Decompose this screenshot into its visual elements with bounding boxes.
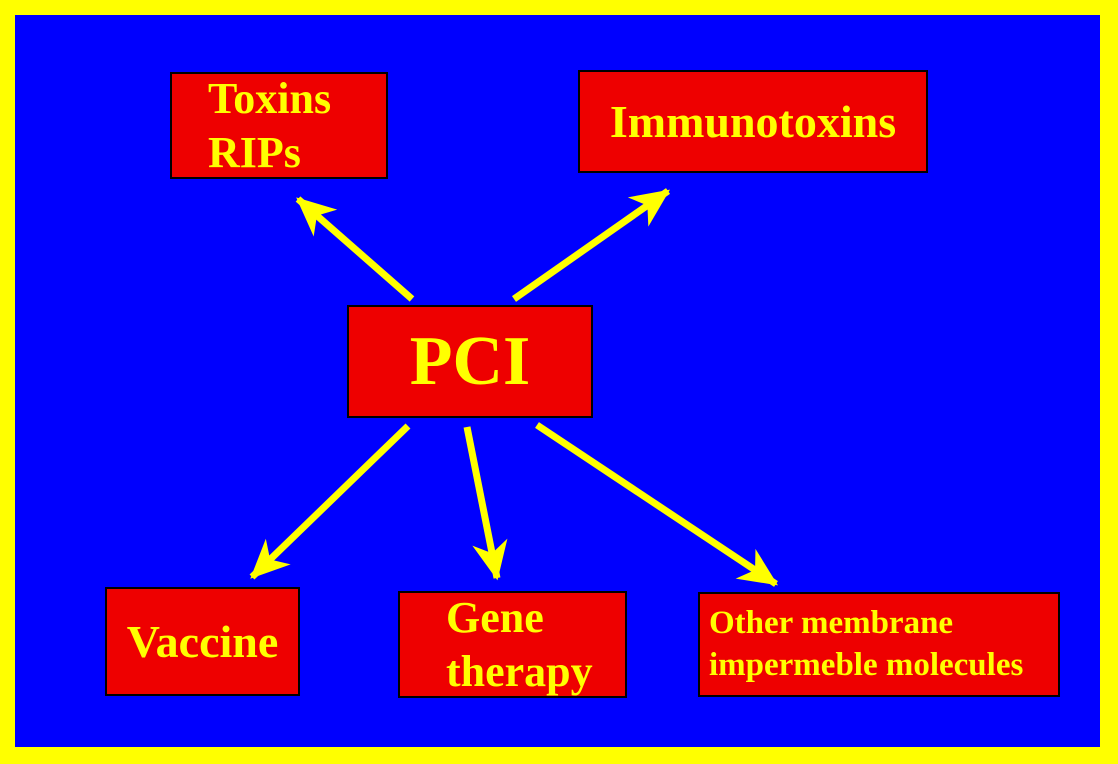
node-vaccine: Vaccine [105,587,300,696]
node-immunotoxins: Immunotoxins [578,70,928,173]
node-label-line: therapy [446,646,593,696]
node-label-line: Other membrane [709,604,954,641]
node-label-line: Toxins [208,73,332,123]
node-label-line: Vaccine [126,616,279,667]
node-toxins-rips: Toxins RIPs [170,72,388,179]
node-label-line: Immunotoxins [609,96,897,147]
node-label-line: RIPs [208,127,301,177]
node-gene-therapy: Gene therapy [398,591,627,698]
node-label-line: Gene [446,592,544,642]
node-pci: PCI [347,305,593,418]
node-other-membrane-molecules: Other membrane impermeble molecules [698,592,1060,697]
node-label-line: PCI [409,322,531,400]
node-label-line: impermeble molecules [709,646,1024,683]
